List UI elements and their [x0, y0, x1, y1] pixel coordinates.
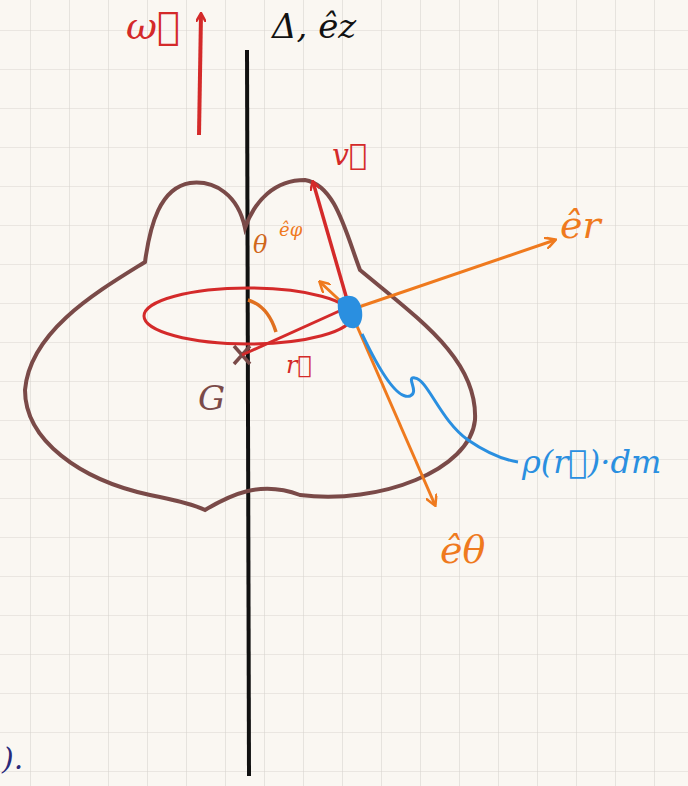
theta-arc	[248, 300, 276, 332]
trajectory-circle	[144, 288, 352, 344]
unit-vector-label: êφ	[279, 220, 302, 240]
omega-vector	[199, 14, 201, 135]
vector-label: ω⃗	[126, 6, 180, 48]
vector-label: v⃗	[332, 138, 367, 171]
unit-vector-label: êθ	[440, 530, 485, 572]
mass-label: ρ(r⃗)·dm	[522, 445, 661, 480]
note-fragment: ).	[2, 742, 23, 775]
position-vector	[242, 308, 346, 355]
unit-vector-label: êr	[560, 205, 601, 247]
mass-element	[338, 296, 363, 328]
etheta-vector	[350, 310, 435, 505]
leader-line	[362, 334, 518, 462]
body-outline	[25, 180, 475, 510]
rotation-axis	[247, 50, 249, 776]
axis-label: Δ, êz	[272, 8, 356, 45]
point-label: G	[198, 380, 225, 417]
angle-label: θ	[253, 232, 267, 258]
er-vector	[350, 240, 555, 310]
velocity-vector	[313, 182, 350, 310]
vector-label: r⃗	[286, 352, 312, 378]
